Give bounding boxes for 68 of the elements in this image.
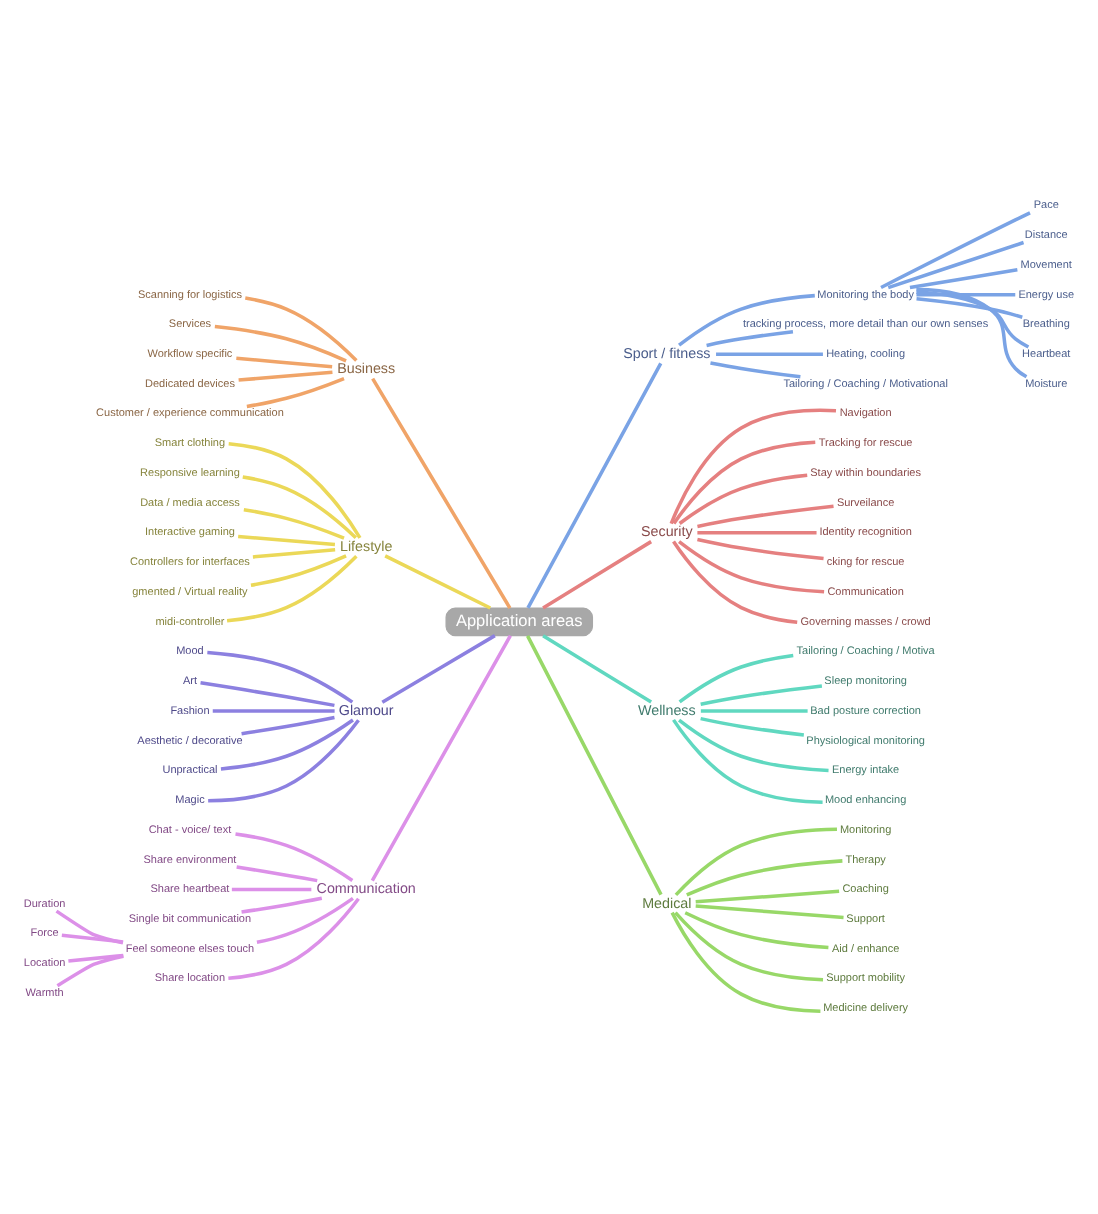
connector bbox=[686, 859, 843, 897]
connector bbox=[245, 296, 358, 362]
connector bbox=[678, 293, 815, 347]
connector bbox=[684, 911, 829, 950]
connector bbox=[256, 896, 354, 945]
connector bbox=[238, 534, 336, 547]
connector bbox=[678, 653, 794, 704]
connector bbox=[672, 540, 798, 625]
connector bbox=[55, 909, 124, 945]
connector bbox=[68, 953, 124, 963]
connector bbox=[241, 896, 323, 914]
connector bbox=[250, 554, 347, 587]
connector bbox=[909, 267, 1018, 290]
connector bbox=[238, 370, 333, 382]
connector bbox=[246, 376, 345, 409]
connector bbox=[56, 954, 124, 988]
connector bbox=[542, 540, 653, 610]
connector bbox=[207, 650, 354, 704]
connector bbox=[700, 684, 823, 706]
connector bbox=[200, 681, 335, 708]
connector bbox=[700, 709, 808, 713]
connector bbox=[672, 718, 823, 805]
connector bbox=[697, 530, 817, 535]
connector bbox=[370, 634, 512, 882]
connector bbox=[674, 911, 824, 982]
connector bbox=[678, 718, 829, 773]
connector bbox=[710, 361, 801, 379]
connector bbox=[252, 547, 336, 559]
connector bbox=[236, 865, 318, 883]
connector bbox=[542, 634, 653, 704]
connector bbox=[695, 889, 840, 904]
connector bbox=[916, 287, 1028, 379]
connector bbox=[228, 442, 362, 539]
connector bbox=[231, 887, 312, 892]
connector bbox=[670, 911, 821, 1013]
connector bbox=[697, 504, 834, 529]
connector bbox=[916, 297, 1023, 319]
connector bbox=[678, 540, 825, 594]
connector bbox=[706, 329, 794, 348]
connector bbox=[674, 827, 837, 897]
connector bbox=[916, 290, 1030, 349]
connector bbox=[381, 634, 496, 704]
connector bbox=[678, 473, 808, 525]
connector bbox=[242, 475, 358, 540]
connector bbox=[228, 897, 360, 981]
connector bbox=[697, 537, 824, 561]
connector bbox=[61, 933, 124, 944]
connector bbox=[669, 408, 837, 525]
connector bbox=[700, 716, 805, 737]
connector bbox=[371, 377, 512, 609]
connector bbox=[916, 293, 1016, 297]
connector bbox=[880, 211, 1031, 290]
connector bbox=[695, 904, 844, 920]
connector bbox=[226, 554, 358, 623]
connector bbox=[235, 832, 354, 882]
connector bbox=[716, 352, 823, 356]
connector bbox=[236, 356, 333, 369]
connector bbox=[241, 715, 335, 736]
connector bbox=[220, 718, 354, 771]
connector bbox=[526, 635, 663, 896]
connector bbox=[672, 440, 816, 525]
connector bbox=[243, 507, 345, 540]
connector bbox=[208, 719, 360, 803]
connector bbox=[214, 324, 347, 363]
connector bbox=[887, 240, 1025, 290]
connector bbox=[384, 554, 492, 610]
connector bbox=[526, 362, 663, 609]
connector bbox=[212, 709, 335, 713]
